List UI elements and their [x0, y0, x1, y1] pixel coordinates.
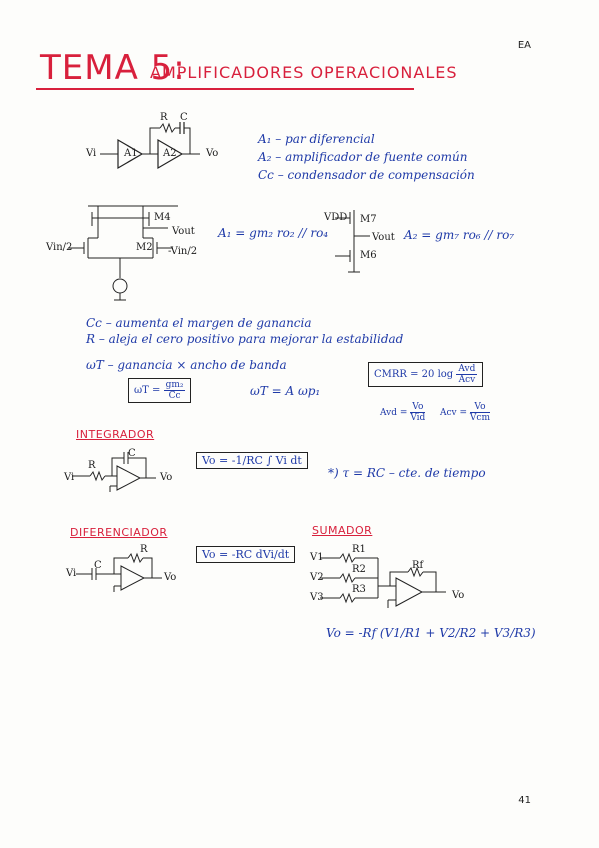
page-subtitle: AMPLIFICADORES OPERACIONALES — [150, 63, 458, 82]
sum-vo-label: Vo — [452, 590, 465, 601]
int-c-label: C — [128, 448, 136, 459]
sum-v2-label: V2 — [310, 572, 324, 583]
integrador-note: *) τ = RC – cte. de tiempo — [328, 466, 486, 480]
definition-a1: A₁ – par diferencial — [258, 132, 375, 146]
note-wt: ωT – ganancia × ancho de banda — [86, 358, 287, 372]
bd-r-label: R — [160, 112, 168, 123]
wt-alt-formula: ωT = A ωp₁ — [250, 384, 321, 398]
transistor-circuit — [68, 205, 178, 301]
dif-r-label: R — [140, 544, 148, 555]
int-r-label: R — [88, 460, 96, 471]
os-vdd-label: VDD — [324, 212, 348, 223]
tc-m4-label: M4 — [154, 212, 171, 223]
note-cc: Cc – aumenta el margen de ganancia — [86, 316, 312, 330]
tc-vout-label: Vout — [172, 226, 195, 237]
bd-c-label: C — [180, 112, 188, 123]
diferenciador-circuit — [76, 552, 162, 592]
sumador-heading: SUMADOR — [312, 524, 373, 537]
dif-vi-label: Vi — [66, 568, 77, 579]
integrador-formula-box: Vo = -1/RC ∫ Vi dt — [196, 452, 308, 469]
a2-formula: A₂ = gm₇ ro₆ // ro₇ — [404, 228, 515, 242]
os-m6-label: M6 — [360, 250, 377, 261]
sum-v1-label: V1 — [310, 552, 324, 563]
dif-vo-label: Vo — [164, 572, 177, 583]
sum-rf-label: Rf — [412, 560, 424, 571]
sum-v3-label: V3 — [310, 592, 324, 603]
bd-vo-label: Vo — [206, 148, 219, 159]
tc-vin-neg-label: -Vin/2 — [168, 246, 198, 257]
sum-r2-label: R2 — [352, 564, 366, 575]
os-m7-label: M7 — [360, 214, 377, 225]
corner-tag: EA — [517, 40, 531, 51]
definition-cc: Cc – condensador de compensación — [258, 168, 475, 182]
page-title: TEMA 5: — [40, 48, 186, 88]
note-r: R – aleja el cero positivo para mejorar … — [86, 332, 404, 346]
os-vout-label: Vout — [372, 232, 395, 243]
diferenciador-formula-box: Vo = -RC dVi/dt — [196, 546, 296, 563]
bd-a1-label: A1 — [124, 148, 138, 159]
int-vo-label: Vo — [160, 472, 173, 483]
diferenciador-heading: DIFERENCIADOR — [70, 526, 168, 539]
tc-vin-pos-label: Vin/2 — [46, 242, 73, 253]
bd-vin-label: Vi — [86, 148, 97, 159]
bd-a2-label: A2 — [163, 148, 177, 159]
sum-r3-label: R3 — [352, 584, 366, 595]
page-number: 41 — [518, 795, 531, 806]
integrador-heading: INTEGRADOR — [76, 428, 155, 441]
output-stage-circuit — [335, 210, 370, 273]
integrador-circuit — [72, 452, 156, 492]
tc-m2-label: M2 — [136, 242, 153, 253]
sumador-formula: Vo = -Rf (V1/R1 + V2/R2 + V3/R3) — [326, 626, 536, 640]
block-diagram — [100, 122, 200, 170]
sum-r1-label: R1 — [352, 544, 366, 555]
int-vi-label: Vi — [64, 472, 75, 483]
sumador-circuit — [320, 552, 446, 608]
title-underline — [36, 88, 414, 90]
a1-formula: A₁ = gm₂ ro₂ // ro₄ — [218, 226, 329, 240]
dif-c-label: C — [94, 560, 102, 571]
definition-a2: A₂ – amplificador de fuente común — [258, 150, 468, 164]
